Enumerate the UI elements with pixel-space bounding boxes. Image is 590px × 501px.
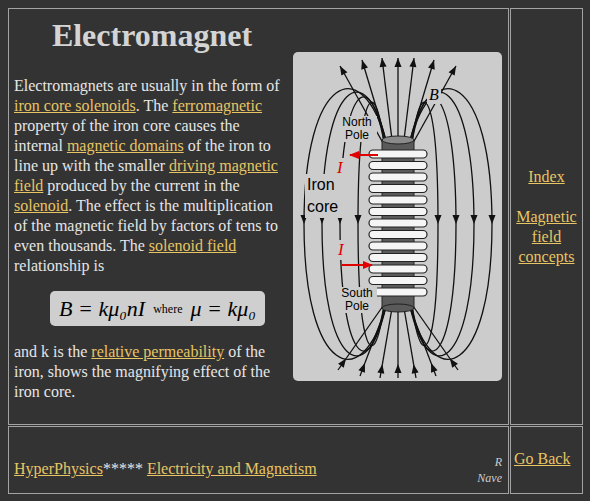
hyperlink-text: HyperPhysics [14,460,103,477]
hyperlink-text: iron core solenoids [14,97,136,114]
body-paragraph: and k is the relative permeability of th… [14,342,276,402]
field-lines [304,58,492,378]
body-paragraph: Electromagnets are usually in the form o… [14,76,284,276]
pole-label: South Pole [337,287,377,313]
coil-turn [369,231,427,239]
field-line [414,364,416,378]
coil-turn [369,219,427,227]
hyperlink-text: solenoid [14,197,68,214]
field-label: B [427,86,441,104]
footer-cell: HyperPhysics***** Electricity and Magnet… [8,426,509,494]
hyperlink-text: magnetic domains [67,137,184,154]
body-text: and k is the [14,343,87,360]
core-label: Iron core [305,174,349,218]
page-title: Electromagnet [14,17,290,53]
hyperlink-text: Electricity and Magnetism [147,460,317,477]
core-bottom [382,304,414,312]
field-line [360,363,365,376]
formula: B = kμ₀nI [59,296,145,322]
field-line [397,58,398,140]
formula-box: B = kμ₀nI where μ = kμ₀ [50,291,265,326]
nav-link: Magnetic field concepts [511,207,582,267]
pole-label: North Pole [337,116,377,142]
back-cell: Go Back [510,426,583,494]
body-text: μ = kμ₀ [191,296,256,321]
footer-line: HyperPhysics***** Electricity and Magnet… [14,459,454,479]
field-line [338,359,346,371]
coil-turn [369,208,427,216]
current-arrow [350,154,378,156]
hyperlink-text: Index [528,168,564,185]
core-top [382,136,414,144]
coil-turn [369,173,427,181]
body-text: relationship is [14,257,104,274]
body-text: B = kμ₀nI [59,296,145,321]
body-text: produced by the current in the [47,177,239,194]
illustration-panel [293,52,502,381]
body-text: . The [136,97,169,114]
nav-cell: IndexMagnetic field concepts [510,8,583,425]
coil-turn [369,185,427,193]
field-line [404,58,414,140]
coil-turn [369,242,427,250]
formula-word: where [153,301,182,317]
body-text: ***** [103,460,143,477]
field-line [397,308,398,364]
coil-turn [369,288,427,296]
formula: μ = kμ₀ [191,296,256,322]
current-label: I [336,240,346,260]
back-link: Go Back [514,449,580,469]
nav-link: Index [511,167,582,187]
body-text: R Nave [477,455,502,485]
hyperlink-text: relative permeability [91,343,224,360]
author-credit: R Nave [472,454,502,486]
hyperlink-text: solenoid field [149,237,237,254]
current-arrow [342,264,372,266]
coil-turn [369,277,427,285]
body-text: Electromagnets are usually in the form o… [14,77,280,94]
coil-turn [369,265,427,273]
field-line [380,364,382,378]
coil-turn [369,196,427,204]
body-text: where [153,302,182,316]
coil-turn [369,162,427,170]
hyperlink-text: Go Back [514,450,570,467]
solenoid-coil [369,150,427,296]
field-line [450,359,458,371]
hyperlink-text: ferromagnetic [172,97,262,114]
field-line [382,58,392,140]
hyperlink-text: Magnetic field concepts [516,208,576,265]
content-cell: Electromagnets are usually in the form o… [8,8,509,425]
field-line [397,364,398,378]
coil-turn [369,254,427,262]
field-line [431,363,436,376]
